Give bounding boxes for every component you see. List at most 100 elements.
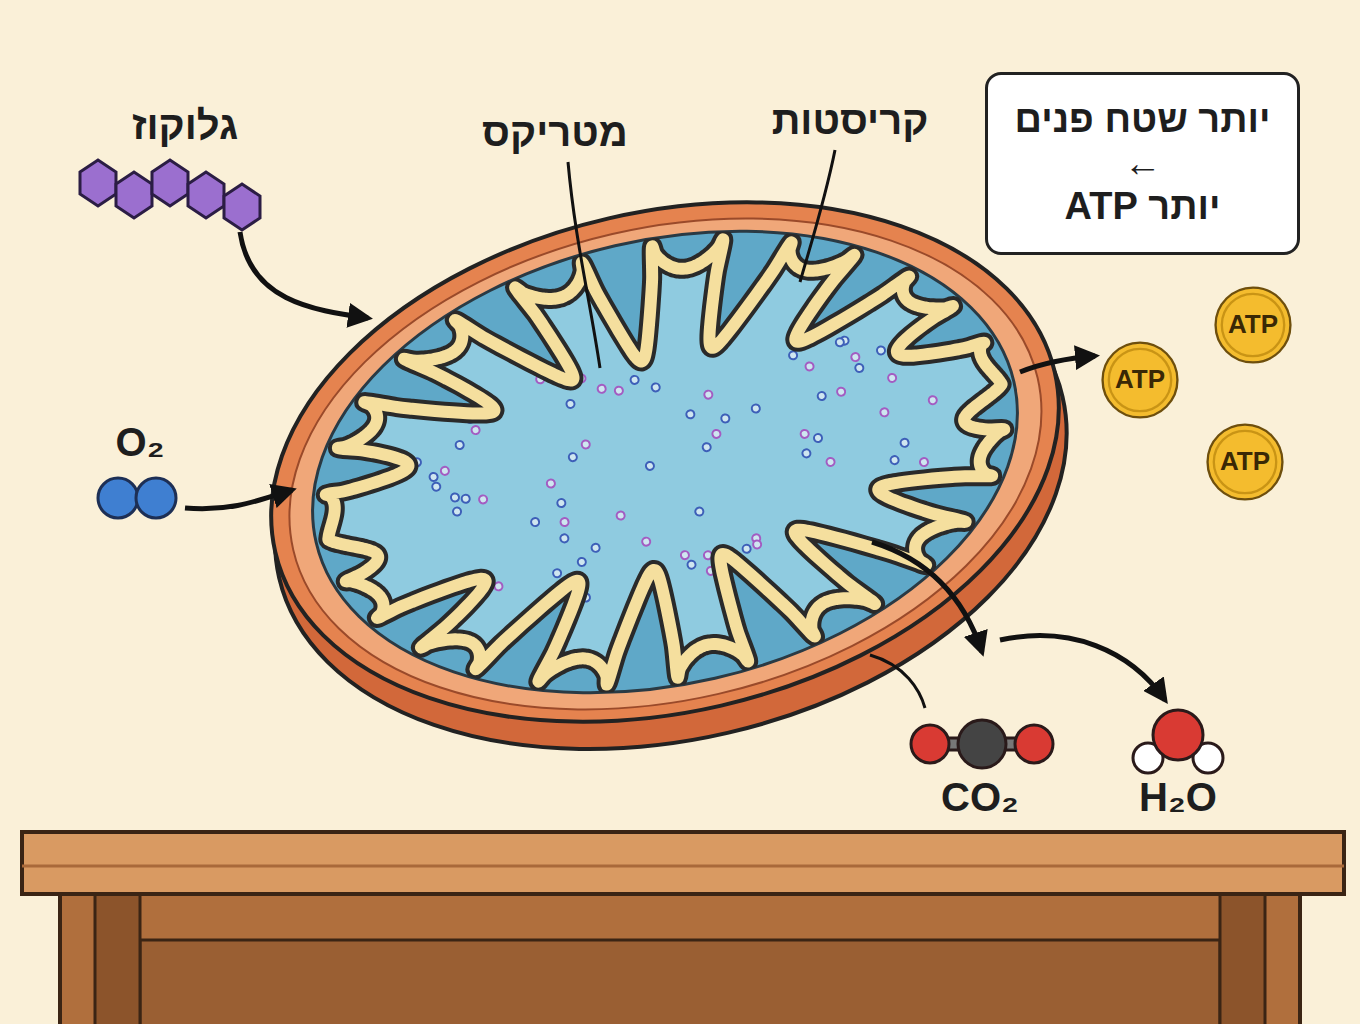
mitochondrion [440, 466, 450, 476]
mitochondrion [919, 457, 929, 467]
flow-arrow [1020, 356, 1095, 372]
mitochondrion [452, 507, 462, 517]
part-label: מטריקס [482, 110, 628, 154]
mitochondrion [630, 375, 640, 385]
mitochondrion [876, 346, 886, 356]
part-label: CO₂ [941, 775, 1019, 819]
atp-coin: ATP [1206, 423, 1284, 501]
mitochondrion [880, 408, 890, 418]
note-text: יותר ATP [1065, 185, 1221, 229]
coin-face [1216, 288, 1291, 363]
glucose-molecule [188, 172, 224, 218]
mitochondrion [530, 517, 540, 527]
mitochondrion [429, 472, 439, 482]
mitochondrion [813, 433, 823, 443]
mitochondrion [704, 390, 714, 400]
flow-arrow [240, 232, 368, 318]
mitochondrion [222, 151, 1119, 823]
mitochondrion [560, 517, 570, 527]
mitochondrion [651, 383, 661, 393]
mitochondrion [751, 404, 761, 414]
flow-arrow [1000, 636, 1165, 700]
mitochondrion [928, 395, 938, 405]
note-text: ← [1124, 142, 1162, 186]
mitochondrion [687, 560, 697, 570]
atp-coin: ATP [1101, 341, 1179, 419]
table [1220, 890, 1265, 1024]
part-label: קריסטות [772, 98, 929, 142]
mitochondrion [712, 429, 722, 439]
mitochondrion [471, 425, 481, 435]
part-label: גלוקוז [132, 103, 238, 147]
atp-coin: ATP [1214, 286, 1292, 364]
mitochondrion [855, 363, 865, 373]
mitochondrion [591, 543, 601, 553]
mitochondrion [560, 534, 570, 544]
mitochondrion [805, 362, 815, 372]
coin-face [1208, 425, 1283, 500]
table [140, 940, 1220, 1024]
coin-rim [1214, 431, 1276, 493]
mitochondrion [577, 557, 587, 567]
mitochondrion [788, 351, 798, 361]
note-text: יותר שטח פנים [1015, 98, 1271, 142]
mitochondrion [614, 386, 624, 396]
note-box: יותר שטח פנים←יותר ATP [985, 72, 1300, 255]
coin-face [1103, 343, 1178, 418]
table [95, 890, 140, 1024]
mitochondrion [826, 457, 836, 467]
mitochondrion [851, 352, 861, 362]
mitochondrion [695, 507, 705, 517]
leader-line [800, 150, 835, 282]
mitochondrion [702, 442, 712, 452]
mitochondrion [900, 438, 910, 448]
carbon-dioxide-molecule [958, 720, 1006, 768]
part-label: H₂O [1139, 775, 1217, 819]
leader-line [870, 655, 925, 708]
mitochondrion [280, 177, 1049, 748]
mitochondrion [280, 177, 1049, 748]
mitochondrion [686, 410, 696, 420]
carbon-dioxide-molecule [911, 720, 1053, 768]
mitochondrion [455, 440, 465, 450]
mitochondrion [641, 537, 651, 547]
flow-arrow [872, 542, 982, 652]
mitochondrion [557, 498, 567, 508]
mitochondrion [552, 568, 562, 578]
mitochondrion [742, 544, 752, 554]
mitochondrion [219, 128, 1111, 795]
mitochondrion [680, 550, 690, 560]
mitochondrion [266, 165, 1064, 759]
mitochondrion [566, 399, 576, 409]
mitochondrion [752, 540, 762, 550]
coin-rim [1222, 294, 1284, 356]
mitochondrion [800, 429, 810, 439]
oxygen-molecule [98, 478, 138, 518]
mitochondrion [887, 373, 897, 383]
carbon-dioxide-molecule [1015, 725, 1053, 763]
mitochondrion [450, 493, 460, 503]
mitochondrion [478, 495, 488, 505]
mitochondrion [461, 494, 471, 504]
coin-label: ATP [1115, 365, 1165, 395]
mitochondrion [217, 128, 1119, 823]
mitochondrion [890, 455, 900, 465]
mitochondrion [597, 384, 607, 394]
table [22, 832, 1344, 894]
oxygen-molecule [136, 478, 176, 518]
table [60, 890, 1300, 1024]
mitochondrion [835, 337, 845, 347]
glucose-molecule [224, 184, 260, 230]
mitochondrion [616, 511, 626, 521]
mitochondrion [802, 449, 812, 459]
mitochondrion [817, 391, 827, 401]
coin-label: ATP [1228, 310, 1278, 340]
part-label: O₂ [116, 420, 165, 464]
carbon-dioxide-molecule [911, 725, 949, 763]
flow-arrow [185, 490, 292, 509]
glucose-molecule [152, 160, 188, 206]
mitochondrion [836, 387, 846, 397]
leader-line [568, 162, 600, 368]
